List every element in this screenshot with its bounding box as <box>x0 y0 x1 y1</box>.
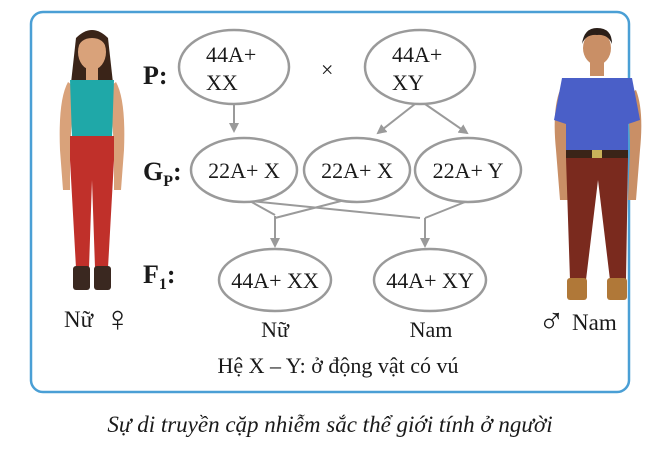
female-symbol-icon: ♀ <box>104 299 131 339</box>
offspring-female-label: Nữ <box>261 317 290 342</box>
gamete-1-label: 22A+ X <box>208 158 280 183</box>
offspring-female-genotype: 44A+ XX <box>231 268 319 293</box>
line-gamete-1-to-f1-2 <box>239 199 421 219</box>
offspring-male: 44A+ XY <box>372 247 488 313</box>
gamete-2-label: 22A+ X <box>321 158 393 183</box>
mother-genotype-line1: 44A+ <box>206 42 256 67</box>
parent-father: 44A+ XY <box>363 28 477 106</box>
gamete-2: 22A+ X <box>302 136 412 204</box>
offspring-female: 44A+ XX <box>217 247 333 313</box>
male-symbol-icon: ♂ <box>538 301 565 341</box>
female-label: Nữ <box>64 307 95 332</box>
row-label-f1: F1: <box>143 260 176 293</box>
cross-symbol: × <box>321 57 333 82</box>
arrow-father-to-gamete-3 <box>424 103 469 135</box>
father-genotype-line1: 44A+ <box>392 42 442 67</box>
gamete-3-label: 22A+ Y <box>433 158 504 183</box>
gamete-1: 22A+ X <box>189 136 299 204</box>
figure-caption: Sự di truyền cặp nhiễm sắc thể giới tính… <box>107 412 553 437</box>
line-gamete-2-to-f1-1 <box>274 199 346 219</box>
female-figure <box>59 30 125 290</box>
diagram-frame <box>29 10 631 394</box>
footer-note: Hệ X – Y: ở động vật có vú <box>218 353 459 378</box>
male-figure <box>554 28 642 300</box>
offspring-male-label: Nam <box>410 317 453 342</box>
row-label-gp: GP: <box>143 157 182 190</box>
male-label: Nam <box>572 310 617 335</box>
father-genotype-line2: XY <box>392 70 424 95</box>
gamete-3: 22A+ Y <box>413 136 523 204</box>
parent-mother: 44A+ XX <box>177 28 291 106</box>
offspring-male-genotype: 44A+ XY <box>386 268 474 293</box>
arrow-father-to-gamete-2 <box>376 103 416 135</box>
mother-genotype-line2: XX <box>206 70 238 95</box>
row-label-p: P: <box>143 61 168 90</box>
